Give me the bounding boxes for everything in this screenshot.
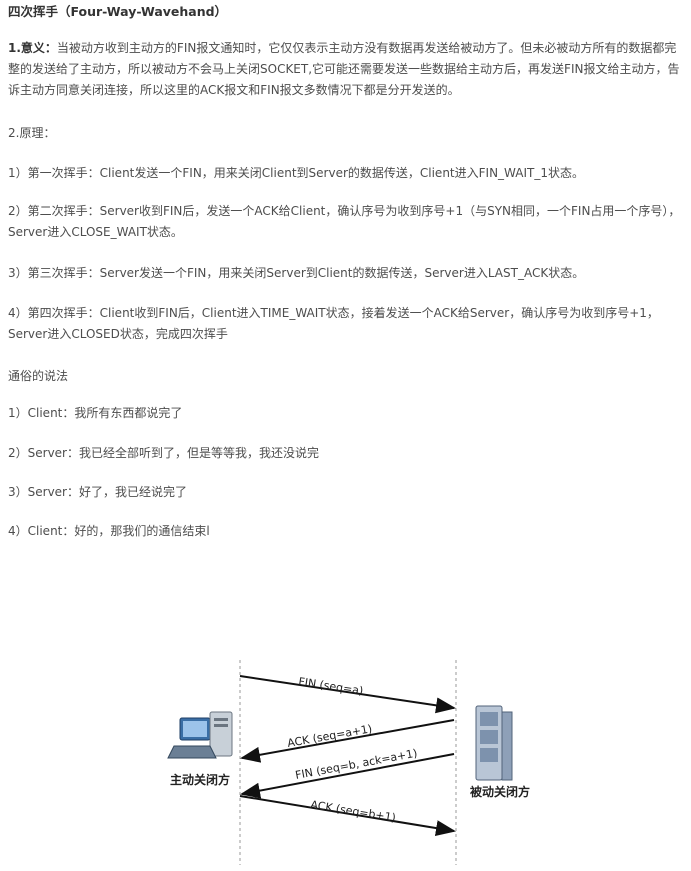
step-4: 4）第四次挥手：Client收到FIN后，Client进入TIME_WAIT状态… [8,306,659,341]
fin-arrow-2 [240,753,455,799]
colloquial-heading: 通俗的说法 [8,369,69,383]
ack-arrow-1 [240,719,455,763]
client-computer-icon [167,711,233,759]
colloquial-3: 3）Server：好了，我已经说完了 [8,485,187,499]
active-side-label: 主动关闭方 [170,772,230,787]
step-1: 1）第一次挥手：Client发送一个FIN，用来关闭Client到Server的… [8,166,584,180]
server-icon [475,705,513,781]
step-3: 3）第三次挥手：Server发送一个FIN，用来关闭Server到Client的… [8,266,585,280]
ack-arrow-1-label: ACK (seq=a+1) [286,722,373,750]
fin-arrow-1-label: FIN (seq=a) [298,675,365,698]
meaning-label: 1.意义： [8,41,57,55]
principle-heading: 2.原理： [8,126,56,140]
step-2: 2）第二次挥手：Server收到FIN后，发送一个ACK给Client，确认序号… [8,204,681,239]
section-title: 四次挥手（Four-Way-Wavehand） [8,4,228,19]
passive-side-label: 被动关闭方 [470,784,530,799]
fin-arrow-1 [239,675,456,714]
ack-arrow-2-label: ACK (seq=b+1) [310,798,397,824]
meaning-paragraph: 1.意义：当被动方收到主动方的FIN报文通知时，它仅仅表示主动方没有数据再发送给… [8,38,686,101]
colloquial-1: 1）Client：我所有东西都说完了 [8,406,183,420]
meaning-text: 当被动方收到主动方的FIN报文通知时，它仅仅表示主动方没有数据再发送给被动方了。… [8,41,680,97]
four-way-handshake-diagram: 主动关闭方 被动关闭方 FIN (seq=a) ACK (seq=a+1) FI… [167,660,530,865]
colloquial-2: 2）Server：我已经全部听到了，但是等等我，我还没说完 [8,446,319,460]
colloquial-4: 4）Client：好的，那我们的通信结束l [8,524,210,538]
ack-arrow-2 [239,795,456,836]
